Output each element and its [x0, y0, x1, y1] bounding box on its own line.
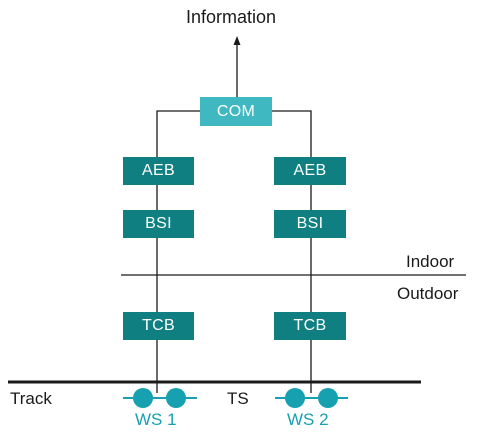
ts-label: TS [227, 389, 249, 408]
arrow-head-icon [233, 36, 241, 45]
com-box: COM [200, 97, 272, 126]
ws1-label: WS 1 [135, 410, 177, 429]
right-aeb-box: AEB [274, 157, 346, 185]
right-tcb-box: TCB [274, 312, 346, 340]
ws1-wheel-left-icon [133, 388, 153, 408]
ws1-wheel-right-icon [166, 388, 186, 408]
left-bsi-box: BSI [123, 210, 194, 238]
left-aeb-box: AEB [123, 157, 194, 185]
track-label: Track [10, 389, 52, 408]
ws2-wheel-right-icon [318, 388, 338, 408]
ws2-label: WS 2 [287, 410, 329, 429]
outdoor-label: Outdoor [397, 284, 459, 303]
left-tcb-box: TCB [123, 312, 194, 340]
right-bsi-box: BSI [274, 210, 346, 238]
indoor-label: Indoor [406, 252, 455, 271]
ws2-wheel-left-icon [285, 388, 305, 408]
information-label: Information [186, 7, 277, 27]
